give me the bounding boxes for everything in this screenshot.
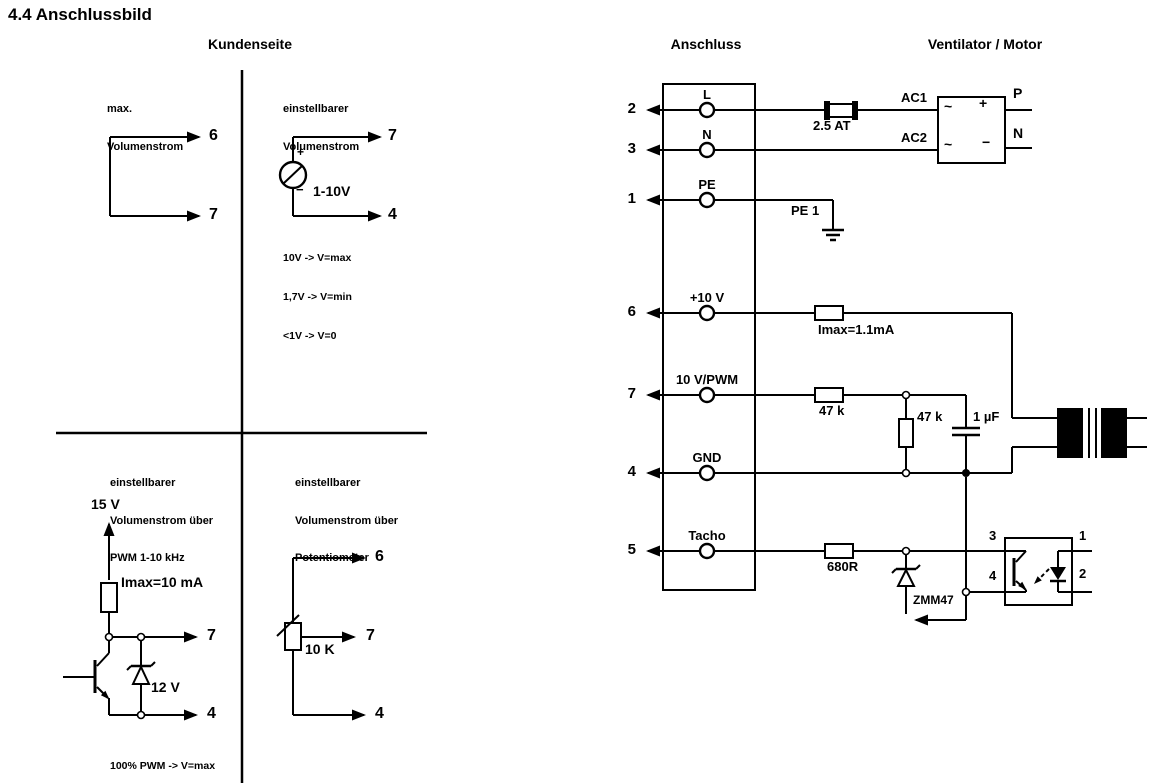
pwm-circuit — [63, 522, 198, 721]
max-flow-pin-7: 7 — [209, 206, 218, 223]
pwm-label: einstellbarer Volumenstrom über PWM 1-10… — [110, 477, 214, 564]
analog-label: einstellbarer Volumenstrom — [283, 103, 360, 153]
rectifier-minus: − — [982, 134, 991, 150]
pe1-label: PE 1 — [791, 203, 820, 218]
tacho-resistor-label: 680R — [827, 559, 859, 574]
optocoupler-symbol — [1004, 537, 1092, 606]
earth-ground-symbol — [822, 228, 844, 242]
motor-p-label: P — [1013, 85, 1023, 101]
terminal-row-wires — [646, 104, 700, 557]
pwm-zener-label: 12 V — [151, 679, 180, 695]
terminal-label-pe: PE — [698, 177, 716, 192]
terminal-label-10v: +10 V — [689, 290, 725, 305]
pwm-pin-4: 4 — [207, 705, 216, 722]
analog-hints: 10V -> V=max 1,7V -> V=min <1V -> V=0 — [283, 252, 352, 342]
supply-resistor-symbol — [814, 305, 844, 321]
terminal-label-tacho: Tacho — [688, 528, 726, 543]
terminal-number-3: 3 — [627, 140, 636, 157]
pwm-supply-label: 15 V — [91, 496, 120, 512]
rectifier-tilde-bottom: ~ — [944, 136, 953, 152]
opto-pin-1: 1 — [1079, 528, 1087, 543]
terminal-label-gnd: GND — [692, 450, 722, 465]
terminal-box — [662, 83, 756, 591]
poti-label: einstellbarer Volumenstrom über Potentio… — [295, 477, 399, 564]
analog-pin-4: 4 — [388, 206, 397, 223]
poti-pin-6: 6 — [375, 548, 384, 565]
opto-pin-4: 4 — [989, 568, 997, 583]
tacho-resistor-symbol — [824, 543, 854, 559]
poti-pin-4: 4 — [375, 705, 384, 722]
terminal-number-1: 1 — [627, 190, 636, 207]
terminal-block — [646, 83, 1147, 626]
supply-resistor-label: Imax=1.1mA — [818, 322, 895, 337]
customer-side-dividers — [56, 70, 427, 783]
shunt-resistor-symbol — [898, 418, 914, 448]
terminal-number-7: 7 — [627, 385, 636, 402]
max-flow-label: max. Volumenstrom — [107, 103, 184, 153]
rectifier-box — [937, 96, 1032, 164]
pwm-resistor-label: Imax=10 mA — [121, 574, 204, 590]
source-voltage-label: 1-10V — [313, 183, 351, 199]
source-plus-sign: + — [297, 145, 305, 159]
source-minus-sign: − — [296, 182, 304, 197]
poti-pin-7: 7 — [366, 627, 375, 644]
terminal-label-n: N — [702, 127, 712, 142]
terminal-label-l: L — [703, 87, 711, 102]
potentiometer-circuit — [276, 552, 366, 721]
header-customer-side: Kundenseite — [207, 36, 293, 52]
rectifier-tilde-top: ~ — [944, 98, 953, 114]
max-flow-circuit — [109, 131, 201, 222]
shunt-resistor-label: 47 k — [917, 409, 943, 424]
motor-connector-symbol — [1012, 408, 1147, 458]
zener-zmm47-label: ZMM47 — [913, 593, 954, 607]
terminal-contacts — [698, 101, 716, 560]
terminal-number-2: 2 — [627, 100, 636, 117]
header-fan-motor: Ventilator / Motor — [927, 36, 1043, 52]
header-connection: Anschluss — [670, 36, 742, 52]
fuse-symbol — [824, 101, 858, 120]
motor-n-label: N — [1013, 125, 1024, 141]
max-flow-pin-6: 6 — [209, 127, 218, 144]
zener-zmm47-symbol — [891, 554, 921, 614]
analog-voltage-circuit — [278, 131, 382, 222]
terminal-number-5: 5 — [627, 541, 636, 558]
pwm-pin-7: 7 — [207, 627, 216, 644]
opto-pin-3: 3 — [989, 528, 997, 543]
terminal-number-6: 6 — [627, 303, 636, 320]
ac1-label: AC1 — [901, 90, 928, 105]
series-resistor-symbol — [814, 387, 844, 403]
opto-pin-2: 2 — [1079, 566, 1087, 581]
ac2-label: AC2 — [901, 130, 928, 145]
poti-value-label: 10 K — [305, 641, 335, 657]
rectifier-plus: + — [979, 95, 988, 111]
fuse-label: 2.5 AT — [813, 118, 851, 133]
capacitor-symbol — [952, 395, 980, 473]
analog-pin-7: 7 — [388, 127, 397, 144]
capacitor-label: 1 µF — [973, 409, 1000, 424]
terminal-label-pwm: 10 V/PWM — [675, 372, 739, 387]
pwm-hints: 100% PWM -> V=max 17% PWM -> V=min <10% … — [110, 760, 216, 772]
terminal-number-4: 4 — [627, 463, 636, 480]
page-title: 4.4 Anschlussbild — [8, 5, 152, 24]
series-resistor-label: 47 k — [819, 403, 845, 418]
